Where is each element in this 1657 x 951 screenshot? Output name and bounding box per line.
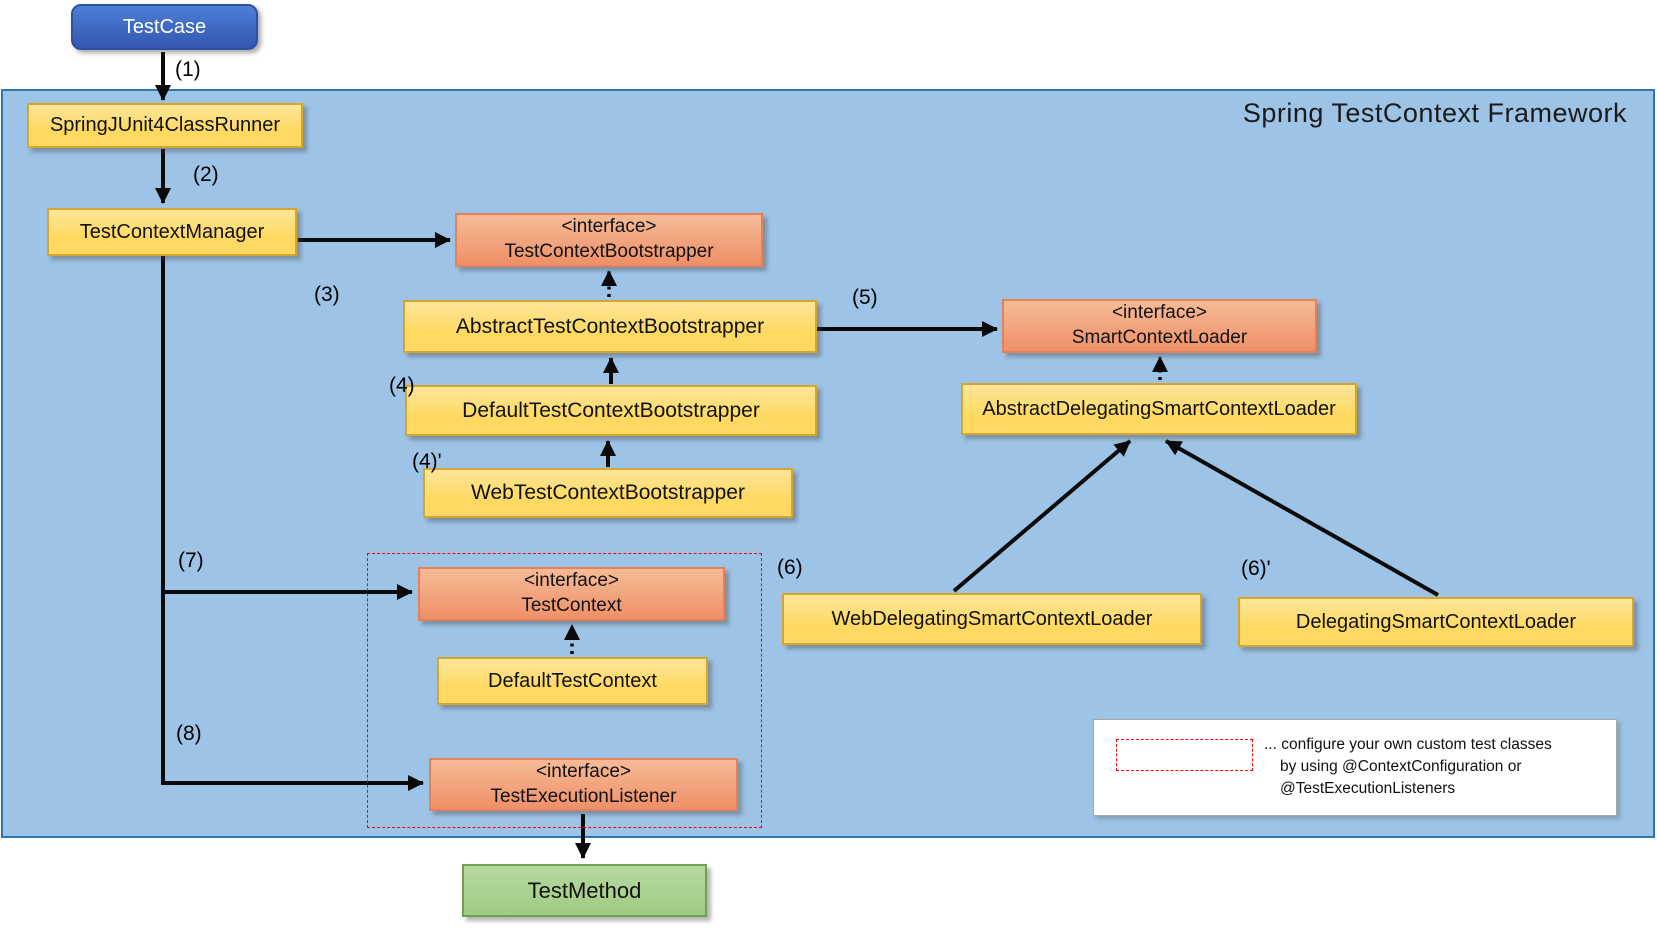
node-label: TestContext	[521, 595, 622, 616]
node-interface-test-context: <interface> TestContext	[418, 567, 725, 621]
step-label-2: (2)	[193, 163, 219, 186]
node-label: SmartContextLoader	[1071, 327, 1248, 348]
step-label-4-prime: (4)'	[412, 450, 442, 473]
node-interface-test-execution-listener: <interface> TestExecutionListener	[429, 758, 738, 811]
node-label: DefaultTestContext	[488, 669, 657, 692]
node-label: DefaultTestContextBootstrapper	[462, 398, 760, 422]
legend-line-3: @TestExecutionListeners	[1280, 780, 1456, 797]
step-label-5: (5)	[852, 286, 878, 309]
node-default-test-context: DefaultTestContext	[437, 657, 708, 705]
node-delegating-smart-context-loader: DelegatingSmartContextLoader	[1238, 597, 1634, 647]
interface-stereotype: <interface>	[561, 216, 657, 238]
interface-stereotype: <interface>	[1111, 302, 1208, 324]
node-interface-test-context-bootstrapper: <interface> TestContextBootstrapper	[455, 213, 763, 267]
node-interface-smart-context-loader: <interface> SmartContextLoader	[1002, 299, 1317, 353]
legend: ... configure your own custom test class…	[1093, 719, 1617, 816]
node-label: AbstractDelegatingSmartContextLoader	[982, 397, 1336, 420]
node-abstract-delegating-smart-context-loader: AbstractDelegatingSmartContextLoader	[961, 383, 1357, 435]
node-label: TestMethod	[527, 877, 642, 903]
node-spring-junit4-class-runner: SpringJUnit4ClassRunner	[27, 103, 303, 148]
node-label: WebDelegatingSmartContextLoader	[831, 607, 1153, 630]
node-label: TestContextManager	[79, 220, 265, 243]
node-testcase: TestCase	[71, 4, 258, 50]
legend-line-2: by using @ContextConfiguration or	[1280, 758, 1522, 775]
step-label-7: (7)	[178, 549, 204, 572]
node-test-method: TestMethod	[462, 864, 707, 917]
step-label-3: (3)	[314, 283, 340, 306]
node-label: TestCase	[122, 15, 207, 38]
node-label: TestExecutionListener	[490, 785, 677, 807]
panel-title: Spring TestContext Framework	[1242, 98, 1627, 128]
node-abstract-test-context-bootstrapper: AbstractTestContextBootstrapper	[403, 300, 817, 353]
custom-config-dashed-region	[367, 553, 762, 828]
node-label: DelegatingSmartContextLoader	[1295, 610, 1577, 633]
node-label: SpringJUnit4ClassRunner	[49, 114, 281, 136]
interface-stereotype: <interface>	[523, 570, 620, 592]
node-web-delegating-smart-context-loader: WebDelegatingSmartContextLoader	[782, 593, 1202, 645]
node-label: WebTestContextBootstrapper	[471, 481, 745, 504]
step-label-1: (1)	[175, 58, 201, 81]
node-label: TestContextBootstrapper	[504, 241, 714, 262]
node-web-test-context-bootstrapper: WebTestContextBootstrapper	[423, 468, 793, 518]
interface-stereotype: <interface>	[535, 760, 632, 782]
legend-text: ... configure your own custom test class…	[1264, 734, 1609, 800]
legend-line-1: ... configure your own custom test class…	[1264, 736, 1552, 753]
node-default-test-context-bootstrapper: DefaultTestContextBootstrapper	[405, 385, 817, 436]
step-label-8: (8)	[176, 722, 202, 745]
node-test-context-manager: TestContextManager	[47, 208, 297, 256]
step-label-4: (4)	[389, 374, 415, 397]
step-label-6: (6)	[777, 556, 803, 579]
node-label: AbstractTestContextBootstrapper	[455, 314, 765, 338]
legend-dashed-swatch	[1116, 739, 1253, 771]
step-label-6-prime: (6)'	[1241, 557, 1271, 580]
